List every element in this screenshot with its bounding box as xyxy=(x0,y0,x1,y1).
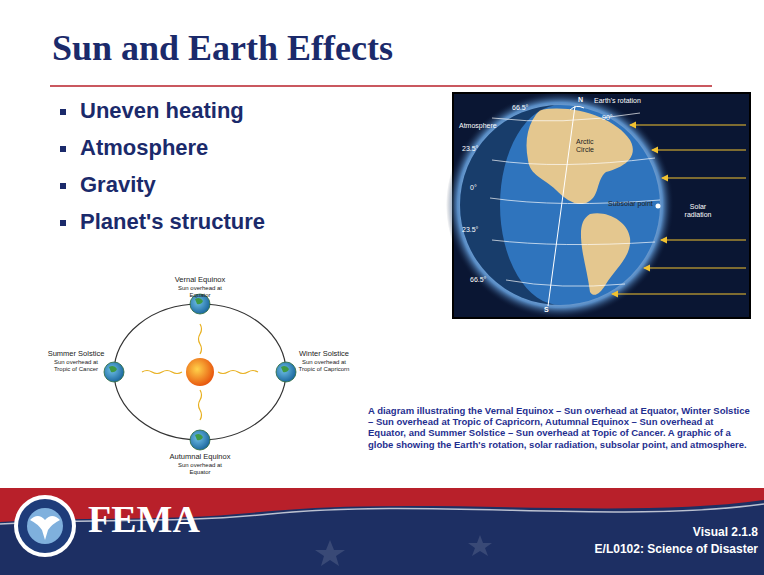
globe-label: Solar radiation xyxy=(676,202,720,220)
season-label: Vernal Equinox xyxy=(160,276,240,285)
bullet-text: Uneven heating xyxy=(80,98,340,123)
season-note: Sun overhead at Tropic of Capricorn xyxy=(294,359,354,373)
agency-name: FEMA xyxy=(88,498,248,542)
bullet-text: Gravity xyxy=(80,172,340,197)
axis-label: N xyxy=(578,96,590,104)
globe-label: Arctic Circle xyxy=(576,138,610,154)
sun xyxy=(186,358,214,386)
angle-label: 23.5° xyxy=(462,145,490,153)
bullet-markers xyxy=(60,109,66,226)
north-america xyxy=(527,109,633,204)
ray-arrow xyxy=(644,267,746,268)
orbit-diagram xyxy=(104,294,296,450)
angle-label: 0° xyxy=(470,184,488,192)
angle-label: 66.5° xyxy=(470,276,500,284)
footer-stars xyxy=(315,535,492,566)
latitude-line xyxy=(492,158,655,165)
bullet-text: Atmosphere xyxy=(80,135,340,160)
ray xyxy=(142,371,182,374)
ray-arrow xyxy=(661,239,746,240)
ray xyxy=(199,390,202,420)
latitude-line xyxy=(506,280,625,286)
solar-radiation-arrows xyxy=(612,125,746,294)
bullet-square xyxy=(60,183,66,189)
earth xyxy=(104,362,124,382)
season-note: Sun overhead at Equator xyxy=(170,462,230,476)
land xyxy=(281,366,289,372)
globe-graphic xyxy=(446,91,750,319)
season-label: Winter Solstice xyxy=(284,350,364,359)
globe-label: Earth's rotation xyxy=(594,97,664,105)
ray-arrow xyxy=(652,149,746,150)
footer-blue xyxy=(0,488,764,575)
earth xyxy=(190,430,210,450)
globe-label: Atmosphere xyxy=(459,122,509,130)
sun-rays xyxy=(142,324,258,420)
ray-arrow xyxy=(630,124,746,125)
bullet-square xyxy=(60,146,66,152)
dhs-seal-ring xyxy=(14,495,76,557)
slide-title: Sun and Earth Effects xyxy=(52,28,652,69)
bullet-text: Planet's structure xyxy=(80,209,340,234)
ray-arrow xyxy=(662,177,746,178)
latitude-line xyxy=(492,113,640,121)
season-note: Sun overhead at Equator xyxy=(170,285,230,299)
rotation-arrow xyxy=(570,106,584,110)
globe-label: Subsolar point xyxy=(608,200,654,208)
land xyxy=(195,298,203,304)
ray xyxy=(218,371,258,374)
latitude-lines xyxy=(490,113,660,286)
course-name: E/L0102: Science of Disaster xyxy=(504,543,758,557)
star xyxy=(468,535,492,556)
visual-number: Visual 2.1.8 xyxy=(504,526,758,540)
latitude-line xyxy=(492,240,655,245)
title-rule xyxy=(50,85,712,87)
dhs-seal xyxy=(18,499,72,553)
ray-arrow xyxy=(612,293,746,294)
season-label: Summer Solstice xyxy=(36,350,116,359)
earth xyxy=(276,362,296,382)
orbit-path xyxy=(114,304,286,440)
angle-label: 23.5° xyxy=(462,226,490,234)
land xyxy=(195,434,203,440)
globe xyxy=(460,105,660,305)
angle-label: 90° xyxy=(602,114,626,122)
season-note: Sun overhead at Tropic of Cancer xyxy=(46,359,106,373)
star xyxy=(315,540,345,566)
angle-label: 66.5° xyxy=(512,104,542,112)
night-side xyxy=(460,105,560,305)
south-america xyxy=(581,213,630,295)
land xyxy=(109,366,117,372)
dhs-seal-inner xyxy=(27,508,63,544)
earth-positions xyxy=(104,294,296,450)
dhs-eagle xyxy=(30,516,60,540)
earth-axis xyxy=(548,106,575,306)
footer-band xyxy=(0,488,764,575)
axis-label: S xyxy=(544,306,556,314)
bullet-square xyxy=(60,109,66,115)
bullet-square xyxy=(60,220,66,226)
caption-text: A diagram illustrating the Vernal Equino… xyxy=(368,405,754,450)
season-label: Autumnal Equinox xyxy=(160,453,240,462)
subsolar-point xyxy=(656,204,661,209)
ray xyxy=(199,324,202,354)
